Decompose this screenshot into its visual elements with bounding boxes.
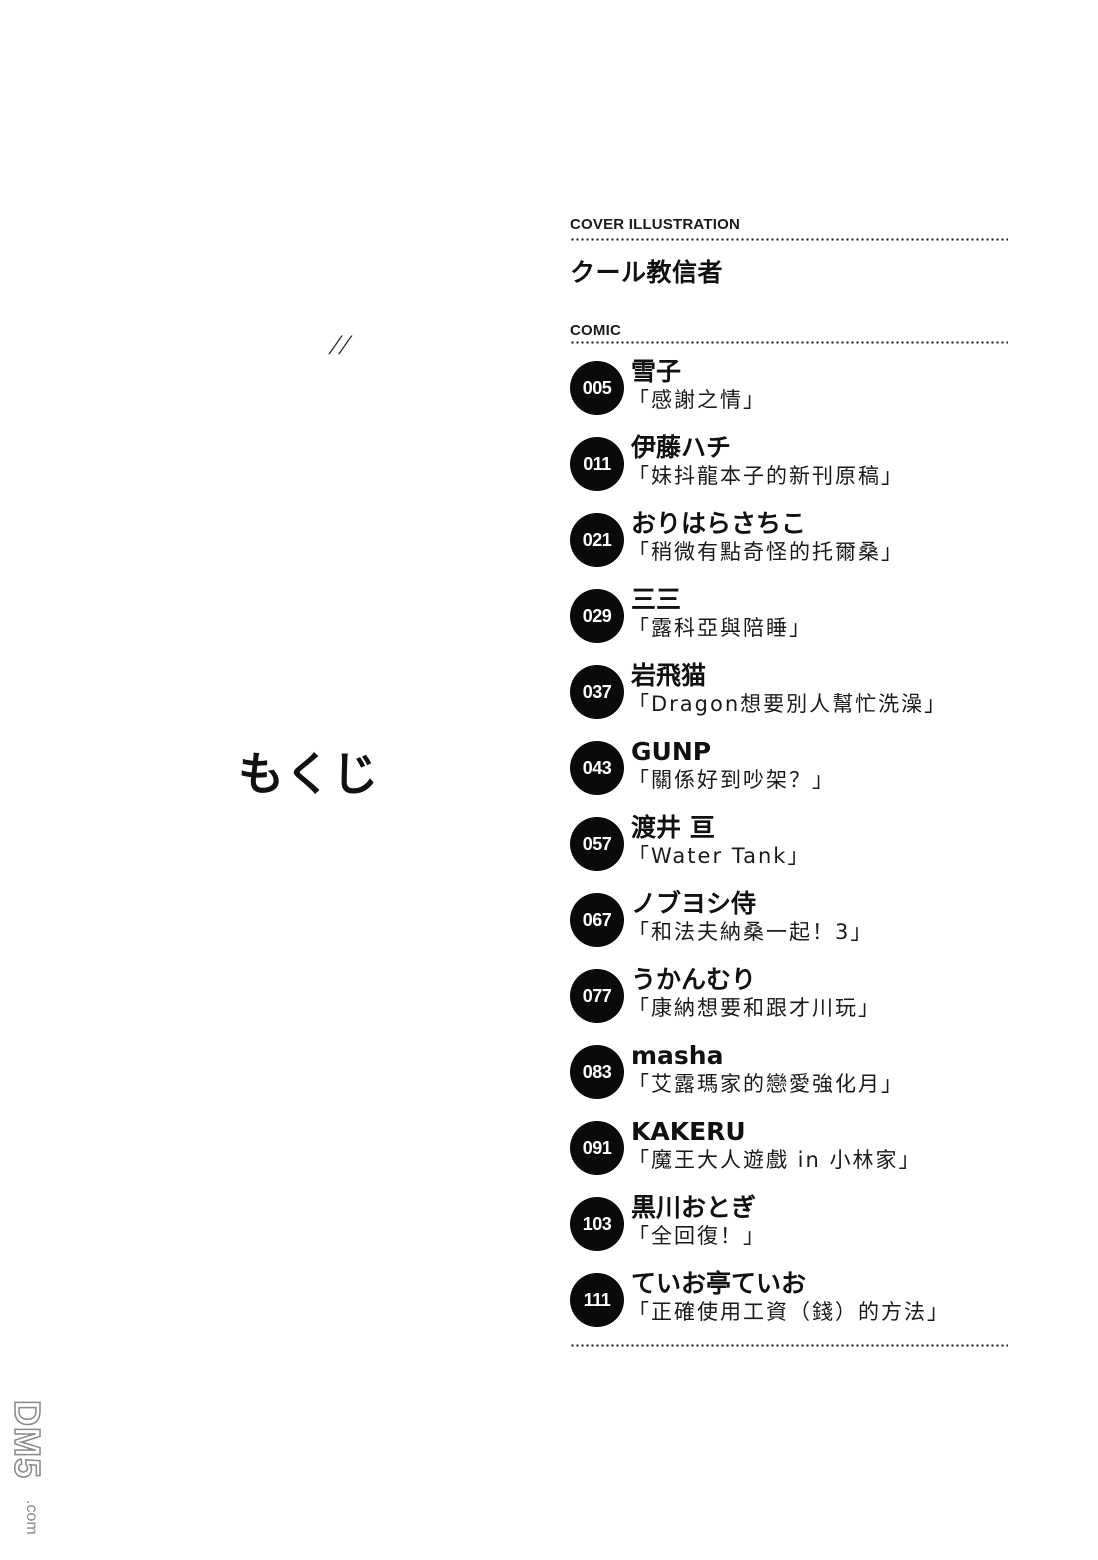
entry-title: 「關係好到吵架？」 bbox=[628, 768, 835, 792]
toc-entry[interactable]: 057 渡井 亘 「Water Tank」 bbox=[570, 813, 1010, 893]
toc-entry[interactable]: 077 うかんむり 「康納想要和跟才川玩」 bbox=[570, 965, 1010, 1045]
page-number-badge: 067 bbox=[570, 893, 624, 947]
page-heading: もくじ bbox=[238, 747, 379, 801]
toc-entry[interactable]: 021 おりはらさちこ 「稍微有點奇怪的托爾桑」 bbox=[570, 509, 1010, 589]
entry-title: 「艾露瑪家的戀愛強化月」 bbox=[628, 1072, 904, 1096]
cover-artist: クール教信者 bbox=[570, 258, 724, 287]
page-number-badge: 091 bbox=[570, 1121, 624, 1175]
toc-entry[interactable]: 103 黒川おとぎ 「全回復！」 bbox=[570, 1193, 1010, 1273]
entry-artist: ていお亭ていお bbox=[631, 1269, 807, 1298]
entry-title: 「正確使用工資（錢）的方法」 bbox=[628, 1300, 950, 1324]
entry-artist: 岩飛猫 bbox=[631, 661, 707, 690]
entry-title: 「稍微有點奇怪的托爾桑」 bbox=[628, 540, 904, 564]
watermark-brand: DM5 bbox=[6, 1399, 49, 1480]
toc-entry[interactable]: 011 伊藤ハチ 「妹抖龍本子的新刊原稿」 bbox=[570, 433, 1010, 513]
comic-section-label: COMIC bbox=[570, 322, 621, 339]
toc-entry[interactable]: 037 岩飛猫 「Dragon想要別人幫忙洗澡」 bbox=[570, 661, 1010, 741]
page-number-badge: 083 bbox=[570, 1045, 624, 1099]
entry-artist: ノブヨシ侍 bbox=[631, 889, 757, 918]
toc-entry[interactable]: 083 masha 「艾露瑪家的戀愛強化月」 bbox=[570, 1041, 1010, 1121]
toc-entry[interactable]: 091 KAKERU 「魔王大人遊戲 in 小林家」 bbox=[570, 1117, 1010, 1197]
entry-title: 「Water Tank」 bbox=[628, 844, 811, 868]
page-number-badge: 011 bbox=[570, 437, 624, 491]
side-mark: // bbox=[328, 330, 354, 361]
entry-artist: 三三 bbox=[631, 585, 682, 614]
page-number-badge: 043 bbox=[570, 741, 624, 795]
dotted-divider bbox=[570, 1344, 1008, 1347]
toc-entry[interactable]: 111 ていお亭ていお 「正確使用工資（錢）的方法」 bbox=[570, 1269, 1010, 1349]
toc-entry[interactable]: 067 ノブヨシ侍 「和法夫納桑一起！3」 bbox=[570, 889, 1010, 969]
entry-artist: うかんむり bbox=[631, 965, 757, 994]
entry-title: 「露科亞與陪睡」 bbox=[628, 616, 812, 640]
page-number-badge: 005 bbox=[570, 361, 624, 415]
table-of-contents: COVER ILLUSTRATION クール教信者 COMIC 005 雪子 「… bbox=[570, 216, 1010, 1347]
entry-title: 「Dragon想要別人幫忙洗澡」 bbox=[628, 692, 948, 716]
entry-artist: 雪子 bbox=[631, 357, 682, 386]
page-number-badge: 103 bbox=[570, 1197, 624, 1251]
page-number-badge: 111 bbox=[570, 1273, 624, 1327]
entry-title: 「魔王大人遊戲 in 小林家」 bbox=[628, 1148, 922, 1172]
entry-artist: 渡井 亘 bbox=[631, 813, 715, 842]
entry-title: 「感謝之情」 bbox=[628, 388, 766, 412]
entry-title: 「和法夫納桑一起！3」 bbox=[628, 920, 874, 944]
page-number-badge: 057 bbox=[570, 817, 624, 871]
entry-title: 「康納想要和跟才川玩」 bbox=[628, 996, 881, 1020]
entry-title: 「妹抖龍本子的新刊原稿」 bbox=[628, 464, 904, 488]
entry-title: 「全回復！」 bbox=[628, 1224, 766, 1248]
watermark-domain: .com bbox=[23, 1500, 40, 1535]
entry-artist: masha bbox=[631, 1041, 724, 1070]
page-number-badge: 077 bbox=[570, 969, 624, 1023]
entry-artist: GUNP bbox=[631, 737, 712, 766]
page-number-badge: 029 bbox=[570, 589, 624, 643]
toc-entry[interactable]: 029 三三 「露科亞與陪睡」 bbox=[570, 585, 1010, 665]
entry-artist: 伊藤ハチ bbox=[631, 433, 732, 462]
cover-section: COVER ILLUSTRATION クール教信者 bbox=[570, 216, 1010, 289]
comic-list: 005 雪子 「感謝之情」 011 伊藤ハチ 「妹抖龍本子的新刊原稿」 021 … bbox=[570, 357, 1010, 1349]
entry-artist: 黒川おとぎ bbox=[631, 1193, 757, 1222]
entry-artist: おりはらさちこ bbox=[631, 509, 807, 538]
dotted-divider bbox=[570, 341, 1008, 344]
toc-entry[interactable]: 043 GUNP 「關係好到吵架？」 bbox=[570, 737, 1010, 817]
entry-artist: KAKERU bbox=[631, 1117, 746, 1146]
dotted-divider bbox=[570, 238, 1008, 241]
toc-entry[interactable]: 005 雪子 「感謝之情」 bbox=[570, 357, 1010, 437]
cover-section-label: COVER ILLUSTRATION bbox=[570, 216, 740, 233]
site-watermark: DM5 .com bbox=[6, 1399, 49, 1550]
page-number-badge: 037 bbox=[570, 665, 624, 719]
page-number-badge: 021 bbox=[570, 513, 624, 567]
